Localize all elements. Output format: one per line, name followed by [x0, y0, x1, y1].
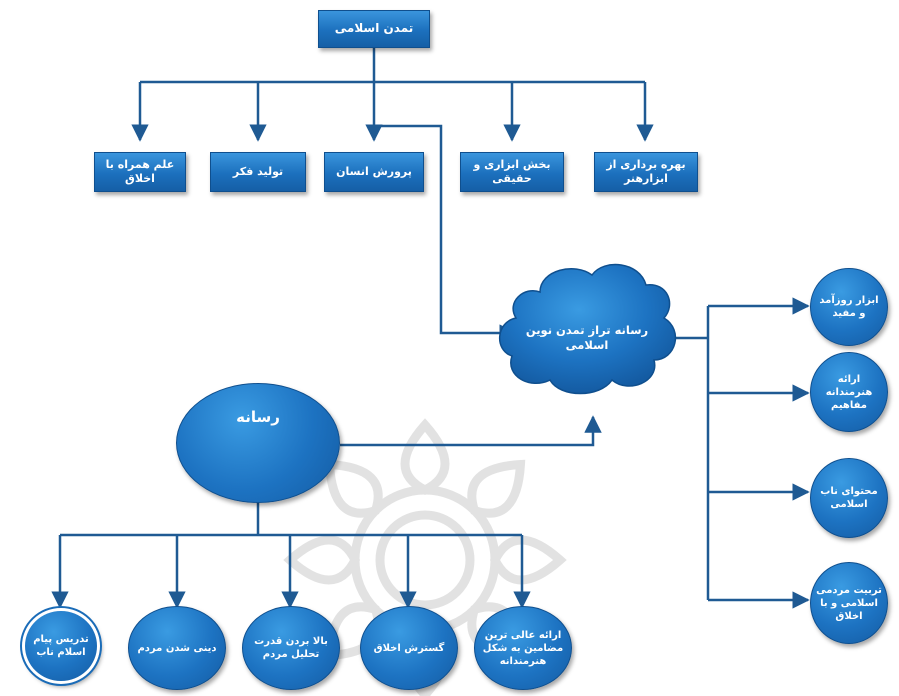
media-child-4: گسترش اخلاق: [360, 606, 458, 690]
media-node: رسانه: [176, 383, 340, 503]
branch-label: بخش ابزاری و حقیقی: [473, 157, 551, 185]
branch-node-2: تولید فکر: [210, 152, 306, 192]
root-node: تمدن اسلامی: [318, 10, 430, 48]
right-item-label: ابزار روزآمد و مفید: [819, 295, 879, 319]
media-child-label: دینی شدن مردم: [137, 642, 217, 654]
media-child-1: تدریس پیام اسلام ناب: [20, 606, 102, 686]
cloud-node: رسانه تراز تمدن نوین اسلامی: [512, 310, 662, 366]
cloud-shape: [498, 263, 677, 395]
branch-node-5: بهره برداری از ابزارهنر: [594, 152, 698, 192]
right-item-2: ارائه هنرمندانه مفاهیم: [810, 352, 888, 432]
media-child-label: گسترش اخلاق: [373, 642, 445, 654]
media-child-2: دینی شدن مردم: [128, 606, 226, 690]
branch-node-1: علم همراه با اخلاق: [94, 152, 186, 192]
media-child-5: ارائه عالی ترین مضامین به شکل هنرمندانه: [474, 606, 572, 690]
right-item-label: محتوای ناب اسلامی: [820, 486, 878, 510]
media-label: رسانه: [236, 408, 280, 426]
right-item-label: تربیت مردمی اسلامی و با اخلاق: [816, 584, 882, 622]
branch-label: علم همراه با اخلاق: [105, 157, 175, 185]
branch-label: پرورش انسان: [336, 164, 412, 178]
branch-label: بهره برداری از ابزارهنر: [606, 157, 686, 185]
branch-label: تولید فکر: [232, 164, 284, 178]
media-child-3: بالا بردن قدرت تحلیل مردم: [242, 606, 340, 690]
right-item-3: محتوای ناب اسلامی: [810, 458, 888, 538]
media-child-label: تدریس پیام اسلام ناب: [33, 634, 89, 658]
right-item-label: ارائه هنرمندانه مفاهیم: [825, 373, 873, 411]
cloud-label: رسانه تراز تمدن نوین اسلامی: [525, 323, 649, 352]
root-label: تمدن اسلامی: [334, 21, 414, 36]
branch-node-3: پرورش انسان: [324, 152, 424, 192]
media-child-label: بالا بردن قدرت تحلیل مردم: [254, 636, 328, 660]
right-item-1: ابزار روزآمد و مفید: [810, 268, 888, 346]
media-child-label: ارائه عالی ترین مضامین به شکل هنرمندانه: [482, 629, 564, 667]
right-item-4: تربیت مردمی اسلامی و با اخلاق: [810, 562, 888, 644]
branch-node-4: بخش ابزاری و حقیقی: [460, 152, 564, 192]
